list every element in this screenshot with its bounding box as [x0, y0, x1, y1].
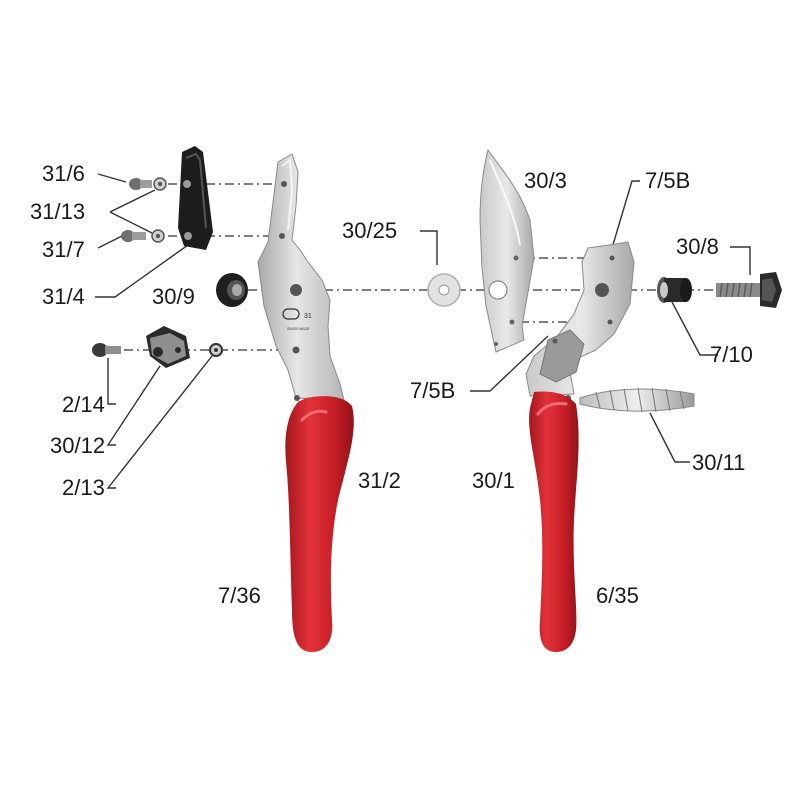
- right-handle-pivot-hole: [595, 283, 609, 297]
- label-31-4: 31/4: [42, 284, 85, 309]
- label-31-7: 31/7: [42, 237, 85, 262]
- label-30-25: 30/25: [342, 218, 398, 243]
- bushing-7-10: [657, 277, 692, 303]
- label-30-12: 30/12: [50, 433, 106, 458]
- screw-2-14: [92, 343, 121, 357]
- washer-31-13-upper: [153, 177, 167, 191]
- washer-2-13: [209, 343, 223, 357]
- leader-lines: [95, 173, 751, 489]
- engraving-logo: [282, 308, 300, 320]
- bolt-30-8: [716, 272, 782, 308]
- label-30-11: 30/11: [692, 450, 746, 475]
- label-30-1: 30/1: [472, 468, 515, 493]
- label-30-8: 30/8: [676, 234, 719, 259]
- label-31-13: 31/13: [30, 199, 86, 224]
- label-7-5b-mid: 7/5B: [410, 378, 456, 403]
- label-7-5b-top: 7/5B: [645, 168, 691, 193]
- spring-30-11: [579, 387, 695, 413]
- wire-cutter-30-12: [146, 326, 190, 368]
- nut-30-9: [216, 273, 248, 307]
- anvil-plate-hole-upper: [183, 180, 191, 188]
- washer-31-13-lower: [151, 229, 165, 243]
- left-handle-pivot-hole: [290, 284, 302, 296]
- label-6-35: 6/35: [596, 583, 639, 608]
- left-handle-hole-top: [281, 181, 287, 187]
- label-31-2: 31/2: [358, 468, 401, 493]
- label-7-36: 7/36: [218, 583, 261, 608]
- right-handle-30-1: [525, 241, 635, 401]
- label-31-6: 31/6: [42, 161, 85, 186]
- washer-30-25: [427, 273, 461, 307]
- blade-30-3: [479, 148, 535, 353]
- engraving-origin: SWISS MADE: [287, 327, 310, 331]
- label-30-3: 30/3: [524, 168, 567, 193]
- label-2-14: 2/14: [62, 392, 105, 417]
- engraving-model: 31: [304, 313, 312, 320]
- screw-31-7: [121, 230, 146, 242]
- left-grip-7-36: [285, 396, 354, 652]
- label-30-9: 30/9: [152, 284, 195, 309]
- left-handle-31-2: 31 SWISS MADE: [257, 153, 345, 401]
- label-7-10: 7/10: [710, 342, 753, 367]
- anvil-plate-31-4: [178, 146, 213, 250]
- label-2-13: 2/13: [62, 475, 105, 500]
- anvil-plate-hole-lower: [184, 232, 192, 240]
- right-grip-6-35: [529, 391, 579, 652]
- left-handle-hole-mid: [279, 233, 285, 239]
- left-handle-hole-low: [292, 346, 300, 354]
- screw-31-6: [129, 178, 152, 190]
